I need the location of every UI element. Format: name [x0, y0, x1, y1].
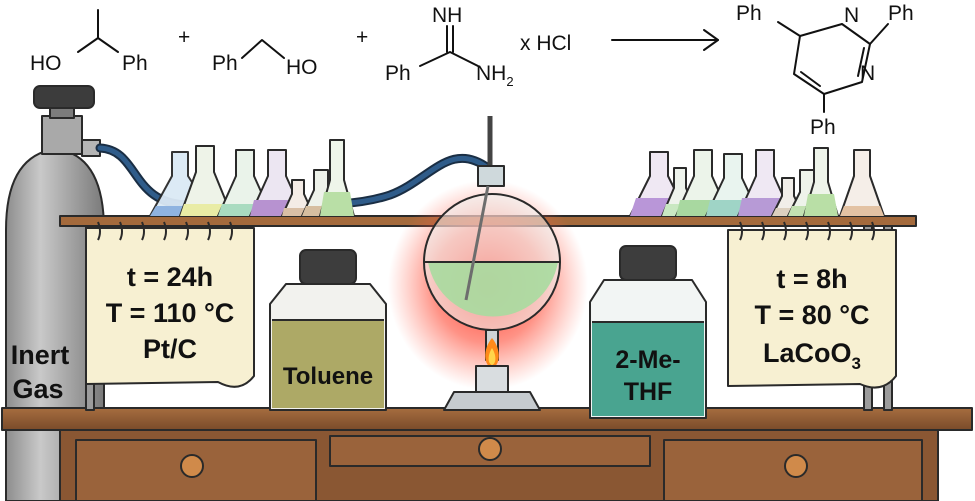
reaction-apparatus: [388, 116, 588, 411]
toluene-bottle: Toluene: [269, 249, 387, 411]
product-ph-bottom: Ph: [810, 116, 836, 139]
product-ph-top-left: Ph: [736, 2, 762, 25]
right-note-temperature: T = 80 °C: [754, 300, 869, 330]
product-ph-top-right: Ph: [888, 2, 914, 25]
hcl-salt-label: x HCl: [520, 32, 571, 55]
reactant-1-ho: HO: [30, 52, 62, 75]
product-triphenylpyrimidine: Ph N Ph N Ph: [736, 2, 914, 139]
drawer-knob-left-icon: [180, 454, 204, 478]
methf-bottle: 2-Me- THF: [589, 245, 707, 419]
cylinder-valve-knob-icon: [33, 85, 95, 109]
left-note-time: t = 24h: [127, 262, 213, 292]
plus-sign-1: +: [178, 26, 190, 49]
reactant-3-nh: NH: [432, 4, 462, 27]
left-condition-note: t = 24h T = 110 °C Pt/C: [85, 221, 255, 388]
reactant-1-ph: Ph: [122, 52, 148, 75]
reactant-2-benzyl-alcohol: Ph HO: [212, 39, 318, 79]
reactant-3-ph: Ph: [385, 62, 411, 85]
toluene-bottle-cap-icon: [299, 249, 357, 285]
right-condition-note: t = 8h T = 80 °C LaCoO3: [727, 221, 897, 389]
reactant-2-ho: HO: [286, 56, 318, 79]
reactant-1-phenylethanol: HO Ph: [30, 9, 148, 75]
cylinder-label-line-1: Inert: [11, 340, 70, 370]
reactant-3-benzamidine: NH Ph NH2: [385, 4, 514, 89]
wooden-table: [1, 407, 973, 501]
reactant-2-ph: Ph: [212, 52, 238, 75]
plus-sign-2: +: [356, 26, 368, 49]
reactant-3-nh2: NH2: [476, 62, 514, 89]
methf-bottle-label-line-2: THF: [624, 378, 673, 406]
left-note-catalyst: Pt/C: [143, 334, 197, 364]
reaction-scheme: HO Ph + Ph HO + NH Ph NH2 x HCl: [30, 2, 914, 139]
drawer-knob-center-icon: [478, 437, 502, 461]
right-note-time: t = 8h: [776, 264, 847, 294]
cylinder-label-line-2: Gas: [12, 374, 63, 404]
methf-bottle-label-line-1: 2-Me-: [615, 346, 680, 374]
methf-bottle-cap-icon: [619, 245, 677, 281]
left-note-temperature: T = 110 °C: [106, 298, 235, 328]
right-note-catalyst: LaCoO3: [763, 338, 861, 373]
product-n-right: N: [860, 62, 875, 85]
right-flask-group: [629, 147, 885, 217]
toluene-bottle-label: Toluene: [283, 363, 373, 390]
product-n-top: N: [844, 4, 859, 27]
reaction-arrow: [611, 29, 719, 51]
left-flask-group: [149, 139, 355, 217]
drawer-knob-right-icon: [784, 454, 808, 478]
